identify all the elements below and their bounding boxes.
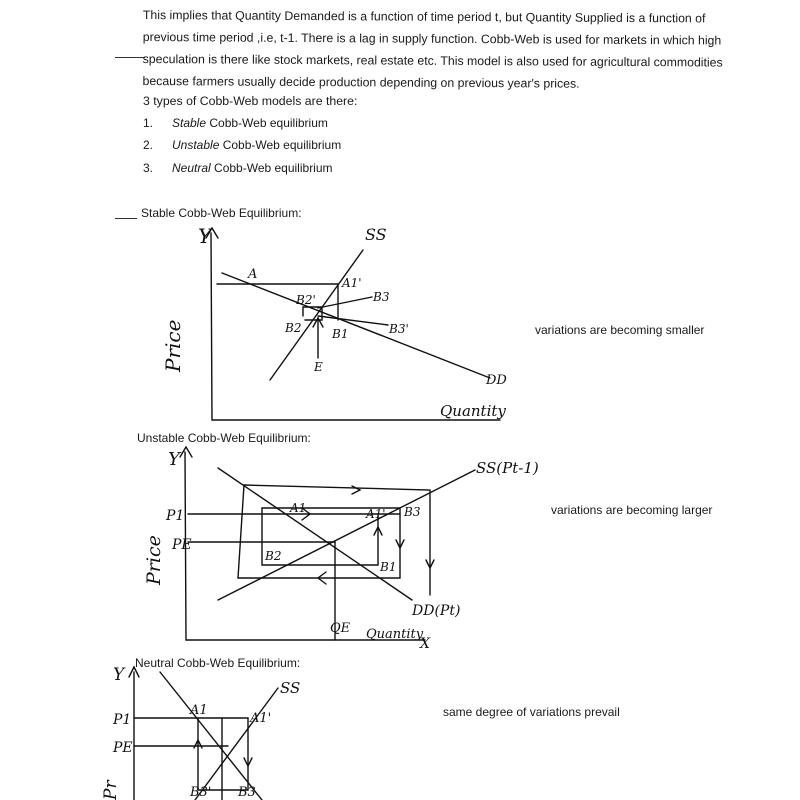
unstable-x-label: X	[419, 636, 431, 652]
neutral-ss-line	[194, 687, 279, 800]
stable-dd-line	[221, 272, 491, 379]
unstable-y-label: Y	[168, 449, 182, 470]
stable-price-line	[216, 283, 339, 321]
list-item: 2. Unstable Cobb-Web equilibrium	[143, 138, 341, 152]
stable-note: variations are becoming smaller	[535, 323, 705, 337]
stable-b2-label: B2	[284, 321, 301, 335]
list-text: Cobb-Web equilibrium	[210, 161, 333, 175]
models-intro: 3 types of Cobb-Web models are there:	[143, 94, 358, 108]
stable-b1-label: B1	[331, 327, 348, 341]
unstable-dd-label: DD(Pt)	[411, 603, 460, 619]
list-emphasis: Neutral	[172, 161, 211, 175]
stable-price-label: Price	[161, 320, 185, 373]
unstable-b1-label: B1	[379, 560, 396, 574]
neutral-note: same degree of variations prevail	[443, 705, 620, 719]
neutral-a1p-label: A1'	[249, 711, 271, 726]
neutral-dd-line	[159, 671, 263, 800]
list-text: Cobb-Web equilibrium	[206, 116, 328, 130]
list-emphasis: Unstable	[172, 138, 220, 152]
unstable-b3-label: B3	[403, 505, 421, 519]
stable-ss-label: SS	[365, 225, 387, 244]
neutral-p1-label: P1	[112, 712, 131, 728]
unstable-quantity-label: Quantity	[366, 627, 424, 642]
neutral-y-label: Y	[113, 665, 126, 685]
neutral-b3-label: B3	[237, 785, 256, 800]
stable-dd-label: DD	[485, 373, 507, 388]
unstable-note: variations are becoming larger	[551, 503, 713, 517]
unstable-spiral	[237, 484, 401, 579]
unstable-qe-label: QE	[330, 621, 351, 636]
unstable-pe-label: PE	[171, 537, 192, 553]
unstable-a1-label: A1	[289, 501, 306, 515]
stable-b3-label: B3	[372, 290, 390, 304]
unstable-y-arrow	[179, 445, 193, 458]
stable-b3p-pointer	[317, 315, 389, 326]
list-text: Cobb-Web equilibrium	[219, 138, 342, 152]
unstable-a1p-label: A1'	[365, 507, 386, 521]
stable-quantity-label: Quantity	[440, 402, 506, 420]
neutral-ss-label: SS	[280, 679, 300, 697]
stable-y-label: Y	[198, 224, 213, 248]
neutral-a1-label: A1	[189, 703, 208, 718]
list-number: 2.	[143, 138, 154, 152]
neutral-price-label: Pr	[101, 780, 121, 800]
unstable-axes	[184, 451, 426, 641]
unstable-ss-label: SS(Pt-1)	[476, 459, 539, 477]
stable-a1-label: A1'	[341, 276, 362, 290]
stable-ss-line	[269, 249, 364, 381]
margin-mark	[115, 57, 145, 58]
list-item: 3. Neutral Cobb-Web equilibrium	[143, 161, 333, 175]
stable-b3-pointer	[317, 296, 373, 309]
neutral-pe-label: PE	[112, 740, 133, 756]
unstable-outer-path	[243, 484, 431, 596]
neutral-b3p-label: B3'	[189, 785, 211, 800]
margin-mark	[115, 218, 137, 219]
list-number: 1.	[143, 116, 154, 130]
stable-heading: Stable Cobb-Web Equilibrium:	[141, 206, 302, 220]
stable-a-label: A	[247, 267, 257, 282]
stable-y-arrow	[205, 226, 219, 239]
unstable-price-label: Price	[143, 535, 165, 586]
list-number: 3.	[143, 161, 154, 175]
unstable-heading: Unstable Cobb-Web Equilibrium:	[137, 431, 311, 445]
stable-b3p-label: B3'	[388, 322, 409, 336]
neutral-y-arrow	[128, 665, 140, 678]
stable-b2p-label: B2'	[295, 293, 316, 307]
neutral-heading: Neutral Cobb-Web Equilibrium:	[135, 656, 301, 670]
unstable-p1-label: P1	[165, 508, 184, 524]
neutral-cycle	[197, 717, 249, 791]
stable-e-label: E	[313, 360, 323, 374]
list-item: 1. Stable Cobb-Web equilibrium	[143, 116, 328, 130]
stable-axes	[210, 232, 501, 421]
list-emphasis: Stable	[172, 116, 207, 130]
unstable-b2-label: B2	[264, 549, 281, 563]
